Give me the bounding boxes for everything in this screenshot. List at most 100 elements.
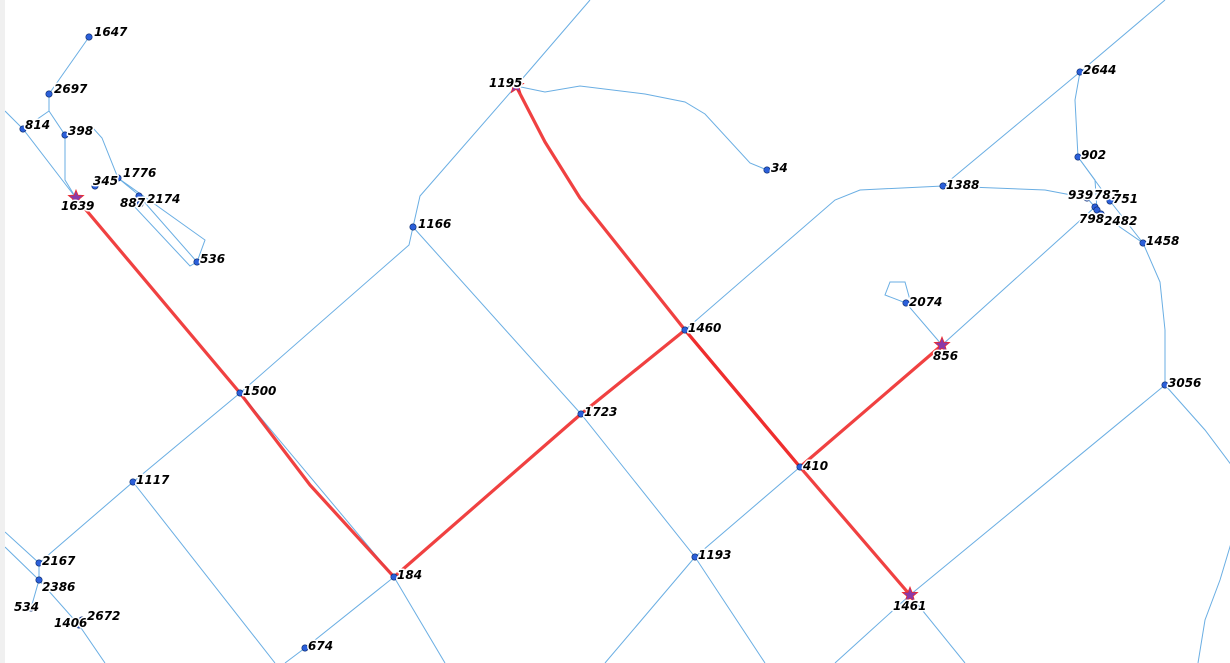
node-label: 798: [1079, 212, 1104, 226]
street-edge: [884, 281, 943, 346]
street-edge: [942, 0, 1166, 187]
node-label: 1647: [94, 25, 128, 39]
node-label: 1460: [688, 321, 721, 335]
network-node[interactable]: [114, 174, 122, 182]
network-node[interactable]: [135, 192, 143, 200]
network-node[interactable]: [1074, 153, 1082, 161]
network-node[interactable]: [939, 182, 947, 190]
network-node[interactable]: [27, 604, 35, 612]
network-node[interactable]: [577, 410, 585, 418]
network-node[interactable]: [1083, 194, 1091, 202]
node-label: 2386: [42, 580, 75, 594]
network-node[interactable]: [409, 223, 417, 231]
network-node[interactable]: [1076, 68, 1084, 76]
network-node[interactable]: [35, 559, 43, 567]
street-edge: [38, 0, 591, 564]
node-label: 1639: [61, 199, 94, 213]
network-node[interactable]: [902, 299, 910, 307]
street-edge: [284, 576, 395, 663]
node-label: 787: [1094, 188, 1120, 202]
network-node[interactable]: [236, 389, 244, 397]
street-edge: [515, 85, 768, 171]
street-edge: [132, 481, 276, 663]
node-label: 814: [25, 118, 50, 132]
node-label: 3056: [1168, 376, 1201, 390]
node-label: 2697: [54, 82, 88, 96]
node-label: 184: [397, 568, 422, 582]
street-edge: [5, 546, 106, 663]
network-node[interactable]: [193, 258, 201, 266]
node-label: 856: [933, 349, 958, 363]
node-label: 2482: [1104, 214, 1137, 228]
node-label: 2644: [1083, 63, 1116, 77]
node-label: 902: [1081, 148, 1106, 162]
network-node[interactable]: [1139, 239, 1147, 247]
node-label: 2672: [87, 609, 120, 623]
node-label: 1500: [243, 384, 276, 398]
network-node[interactable]: [796, 463, 804, 471]
network-node[interactable]: [61, 131, 69, 139]
node-label: 1723: [584, 405, 617, 419]
street-edge: [412, 226, 766, 663]
node-label: 2174: [147, 192, 180, 206]
street-edge: [117, 177, 198, 267]
node-label: 345: [93, 174, 118, 188]
node-label: 1776: [123, 166, 156, 180]
network-node[interactable]: [78, 616, 86, 624]
node-label: 674: [308, 639, 333, 653]
network-node[interactable]: [301, 644, 309, 652]
network-node[interactable]: [1097, 210, 1105, 218]
street-edge: [1197, 544, 1230, 663]
node-label: 2167: [42, 554, 76, 568]
network-node[interactable]: [390, 573, 398, 581]
network-node[interactable]: [1161, 381, 1169, 389]
node-label: 398: [68, 124, 93, 138]
node-label: 1117: [136, 473, 170, 487]
network-node[interactable]: [19, 125, 27, 133]
network-node[interactable]: [691, 553, 699, 561]
network-node[interactable]: [1106, 197, 1114, 205]
network-node[interactable]: [136, 200, 144, 208]
node-label: 534: [14, 600, 39, 614]
network-node[interactable]: [45, 90, 53, 98]
node-label: 1406: [54, 616, 87, 630]
street-edge: [941, 206, 1096, 346]
node-label: 887: [120, 196, 146, 210]
network-nodes: [19, 33, 1169, 652]
node-label: 536: [200, 252, 225, 266]
network-node[interactable]: [681, 326, 689, 334]
route-path: [514, 84, 912, 597]
network-node[interactable]: [763, 166, 771, 174]
endpoint-star-marker[interactable]: [933, 335, 951, 353]
street-edge: [64, 135, 77, 199]
street-edge: [5, 531, 40, 609]
street-edge: [48, 36, 90, 136]
node-label: 1461: [893, 599, 926, 613]
street-edge: [22, 110, 50, 130]
node-label: 751: [1113, 192, 1138, 206]
network-node[interactable]: [91, 182, 99, 190]
node-label: 1193: [698, 548, 731, 562]
endpoint-star-marker[interactable]: [67, 188, 85, 206]
node-label: 1388: [946, 178, 979, 192]
street-edge: [604, 466, 801, 663]
street-edge: [94, 177, 119, 187]
street-edge: [909, 594, 966, 663]
node-label: 1166: [418, 217, 451, 231]
endpoint-star-marker[interactable]: [507, 76, 525, 94]
node-label: 34: [771, 161, 788, 175]
node-label: 1195: [489, 76, 522, 90]
network-node[interactable]: [129, 478, 137, 486]
node-label: 1458: [1146, 234, 1179, 248]
network-node[interactable]: [35, 576, 43, 584]
street-edge: [64, 127, 206, 263]
node-label: 2074: [909, 295, 942, 309]
network-node[interactable]: [85, 33, 93, 41]
endpoint-star-marker[interactable]: [901, 585, 919, 603]
node-label: 410: [802, 459, 828, 473]
street-edge: [834, 384, 1166, 663]
street-edge: [239, 392, 395, 578]
